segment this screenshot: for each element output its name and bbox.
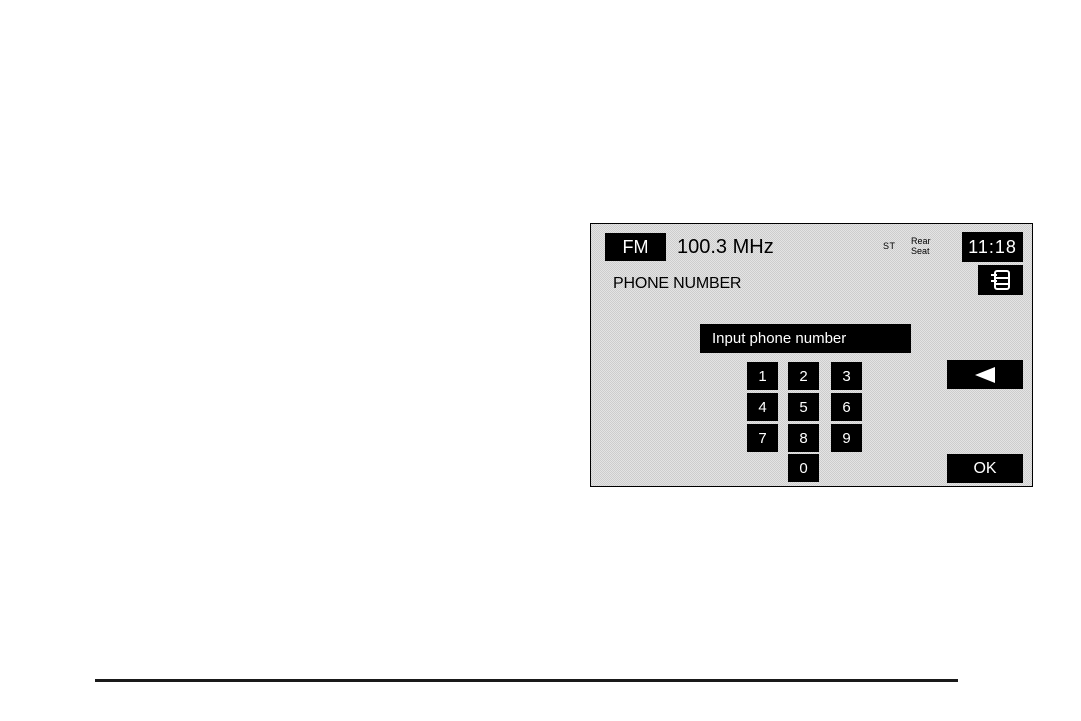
- key-2[interactable]: 2: [788, 362, 819, 390]
- key-1[interactable]: 1: [747, 362, 778, 390]
- frequency-readout: 100.3 MHz: [677, 235, 774, 259]
- key-8[interactable]: 8: [788, 424, 819, 452]
- clock-display[interactable]: 11:18: [962, 232, 1023, 262]
- ok-button[interactable]: OK: [947, 454, 1023, 483]
- phone-number-input[interactable]: Input phone number: [700, 324, 911, 353]
- ok-label: OK: [973, 460, 996, 478]
- page-title: PHONE NUMBER: [613, 274, 741, 294]
- menu-button[interactable]: [978, 265, 1023, 295]
- clock-time: 11:18: [968, 237, 1017, 258]
- left-arrow-icon: [973, 366, 997, 384]
- radio-display: FM 100.3 MHz ST Rear Seat 11:18 PHONE NU…: [590, 223, 1033, 487]
- band-button[interactable]: FM: [605, 233, 666, 261]
- key-4[interactable]: 4: [747, 393, 778, 421]
- key-0[interactable]: 0: [788, 454, 819, 482]
- key-9[interactable]: 9: [831, 424, 862, 452]
- phone-number-placeholder: Input phone number: [712, 330, 846, 347]
- menu-list-icon: [990, 269, 1012, 291]
- key-7[interactable]: 7: [747, 424, 778, 452]
- backspace-button[interactable]: [947, 360, 1023, 389]
- page-footer-rule: [95, 679, 958, 682]
- key-3[interactable]: 3: [831, 362, 862, 390]
- key-6[interactable]: 6: [831, 393, 862, 421]
- stereo-indicator: ST: [883, 241, 896, 251]
- rear-seat-indicator: Rear Seat: [911, 236, 931, 256]
- rear-seat-line-1: Rear: [911, 236, 931, 246]
- band-label: FM: [623, 237, 649, 258]
- key-5[interactable]: 5: [788, 393, 819, 421]
- rear-seat-line-2: Seat: [911, 246, 931, 256]
